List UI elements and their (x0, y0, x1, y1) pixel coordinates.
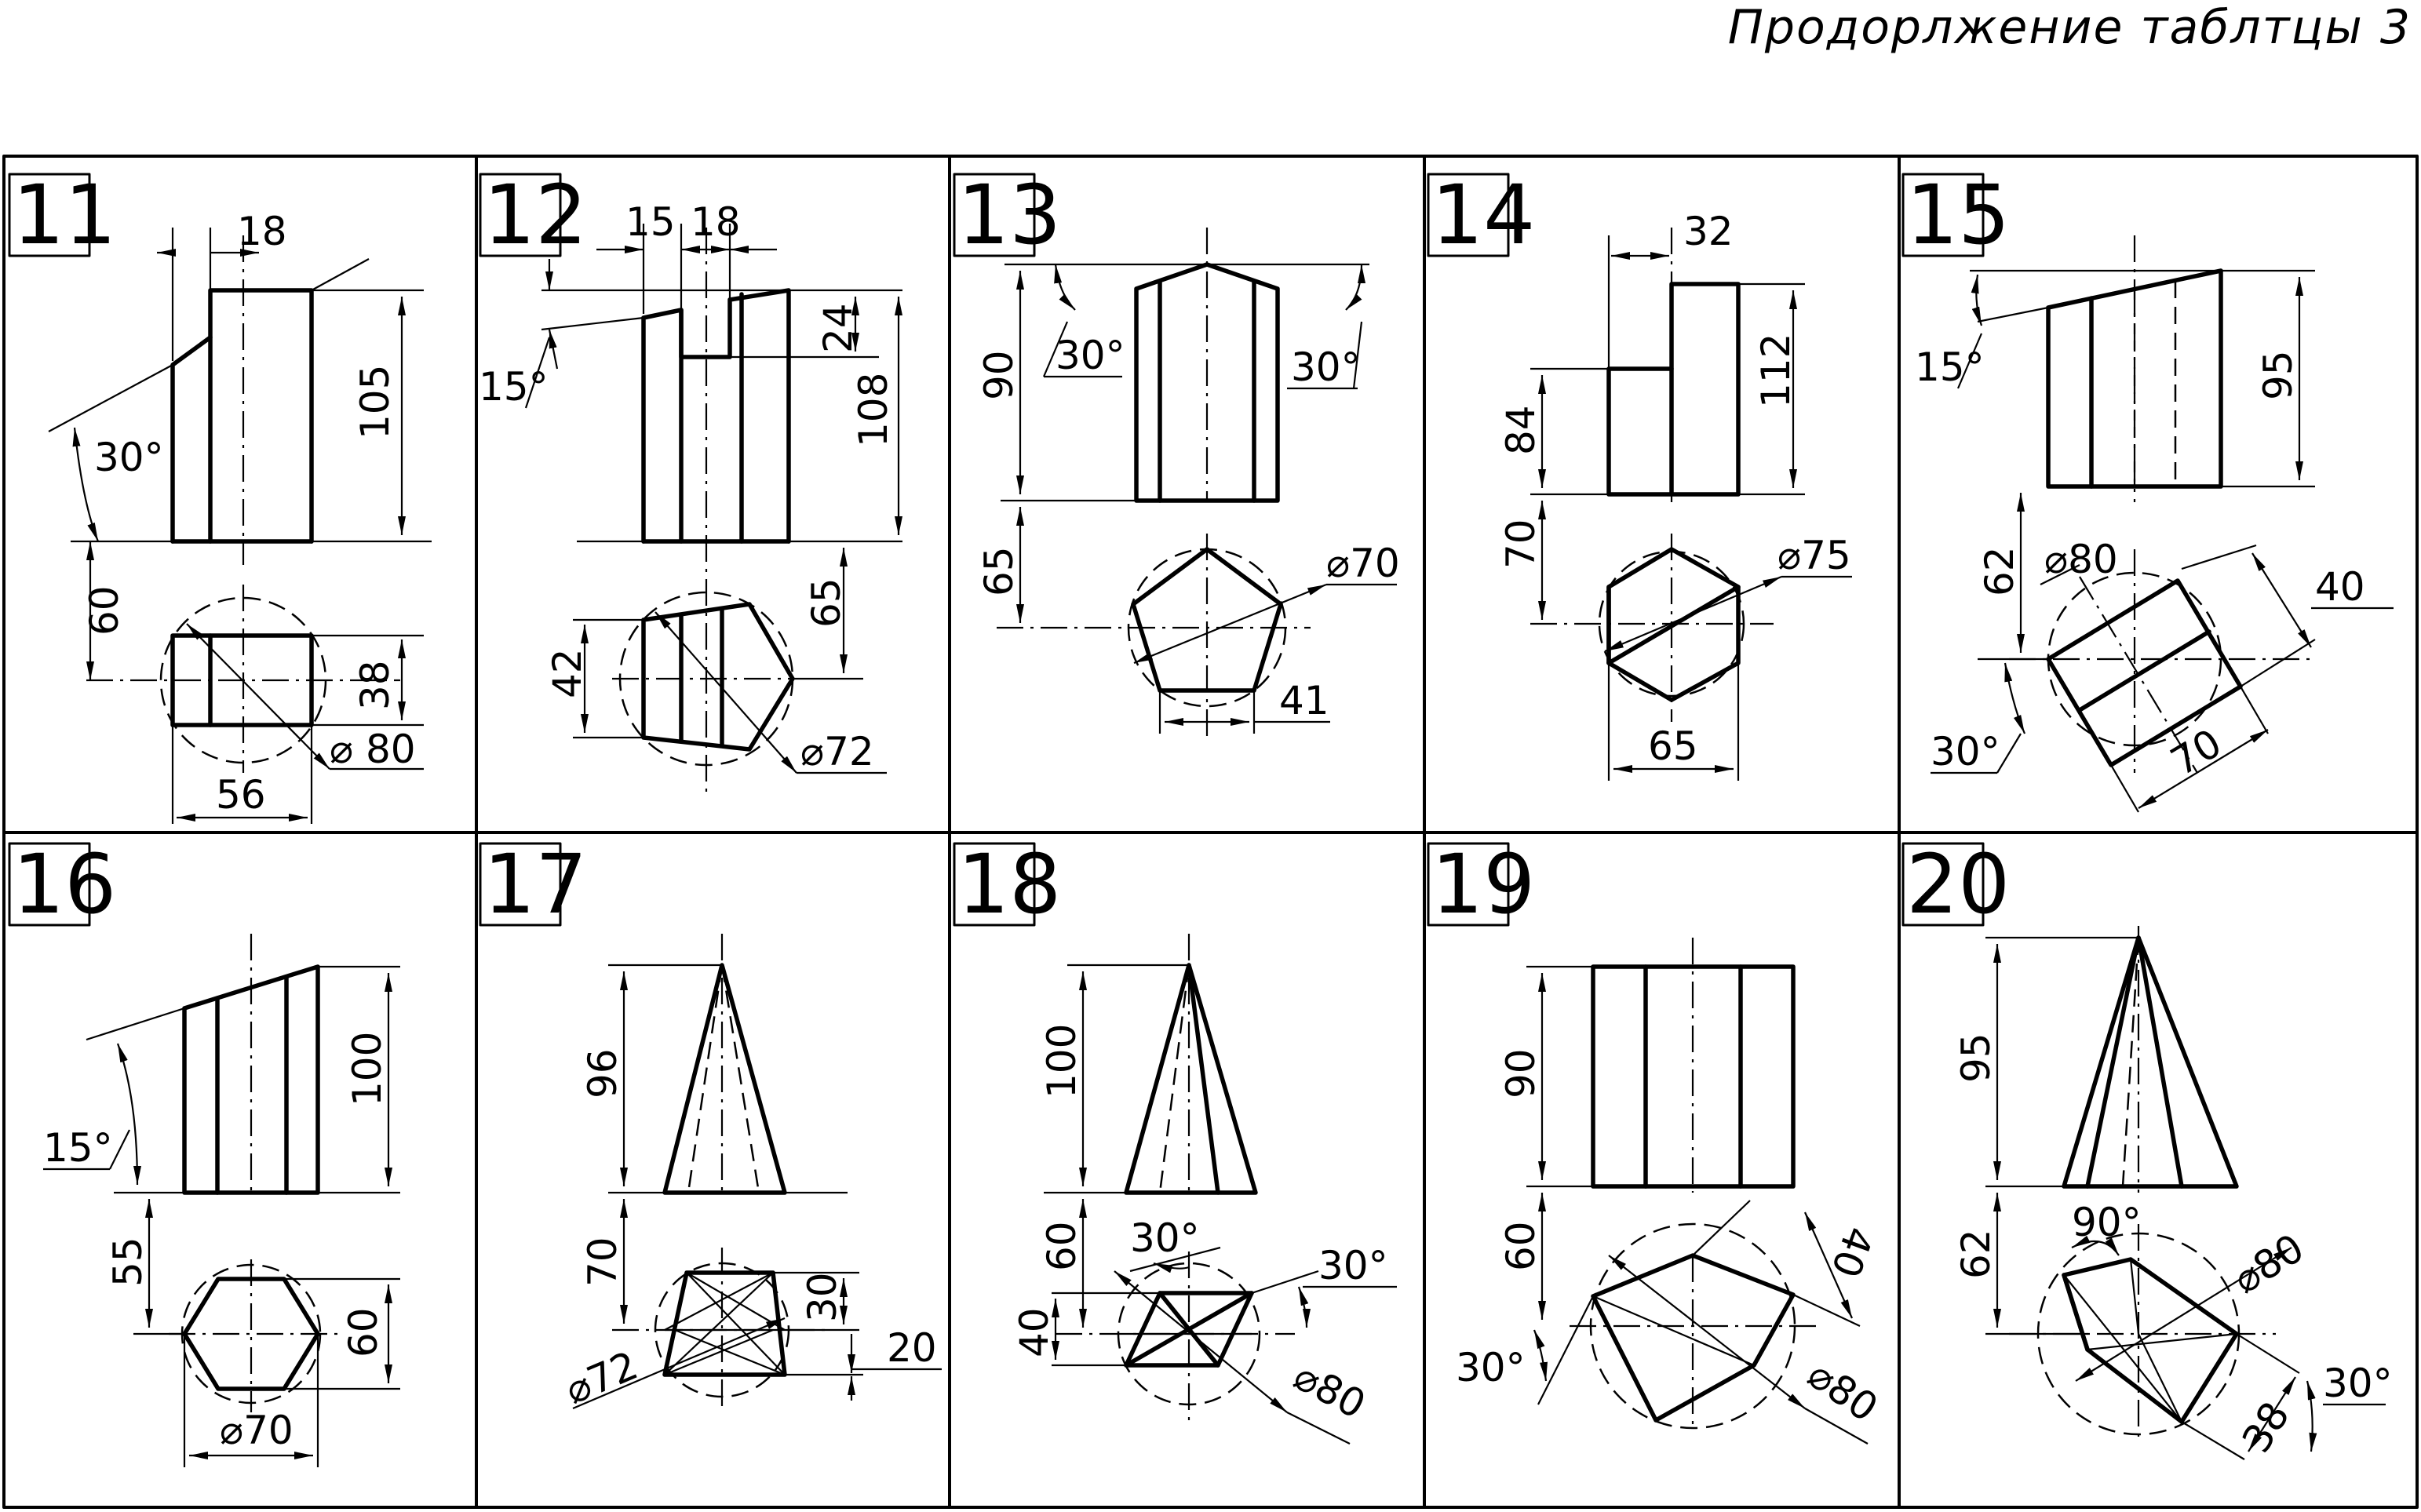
dim-label: 41 (1279, 678, 1329, 723)
dim-label: 20 (887, 1325, 937, 1371)
dim-label: 60 (1039, 1221, 1085, 1271)
dim-label: 38 (2233, 1394, 2299, 1461)
variant-number: 12 (483, 167, 587, 263)
variant-number: 14 (1431, 167, 1535, 263)
dim-label: ⌀ 80 (330, 727, 416, 772)
variant-19: 19 90 60 30° 40 ⌀80 (1427, 836, 1886, 1445)
dim-label: 95 (1953, 1033, 1999, 1083)
variant-11: 11 105 18 30° 60 38 ⌀ 80 (8, 167, 432, 824)
variant-number: 20 (1906, 836, 2010, 932)
dim-label: 60 (82, 585, 127, 636)
variant-17: 17 96 70 30 20 ⌀72 (479, 836, 942, 1413)
dim-label: ⌀72 (559, 1343, 644, 1413)
variant-20: 20 95 62 90° ⌀80 38 30° (1901, 836, 2393, 1461)
dim-label: 108 (851, 373, 896, 447)
variant-18: 18 100 60 40 30° 30° ⌀80 (953, 836, 1397, 1445)
dim-label: 30° (1318, 1243, 1388, 1288)
dim-label: 18 (237, 209, 287, 254)
dim-label: 60 (1498, 1221, 1544, 1271)
dim-label: 42 (545, 648, 590, 698)
dim-label: ⌀80 (2226, 1225, 2312, 1303)
variant-number: 13 (957, 167, 1061, 263)
dim-label: 30° (1291, 344, 1361, 390)
variant-12: 12 24 108 15 18 15° 4 (479, 167, 902, 792)
dim-label: 30° (2323, 1361, 2393, 1406)
dim-label: ⌀80 (1799, 1351, 1886, 1430)
dim-label: 38 (352, 660, 398, 710)
dim-label: 65 (1648, 723, 1698, 769)
dim-label: 56 (216, 772, 266, 818)
dim-label: 30 (800, 1272, 845, 1322)
variant-number: 11 (13, 167, 116, 263)
dim-label: 30° (1931, 729, 2000, 774)
dim-label: 40 (2315, 564, 2365, 610)
dim-label: 30° (1056, 333, 1125, 378)
dim-label: 62 (1953, 1229, 1999, 1279)
dim-label: 65 (976, 546, 1022, 596)
variant-number: 17 (483, 836, 587, 932)
dim-label: 62 (1977, 546, 2022, 596)
dim-label: 40 (1822, 1221, 1882, 1284)
variant-16: 16 100 15° 55 60 ⌀70 (8, 836, 400, 1467)
dim-label: 30° (1456, 1345, 1526, 1390)
dim-label: 100 (345, 1032, 390, 1106)
dim-label: 84 (1498, 405, 1544, 455)
dim-label: 55 (105, 1237, 151, 1287)
dim-label: 96 (580, 1048, 625, 1098)
page-title: Продорлжение таблтцы 3 (1727, 0, 2412, 55)
dim-label: ⌀70 (1326, 541, 1400, 586)
dim-label: ⌀80 (1286, 1353, 1373, 1427)
dim-label: 15° (479, 364, 549, 410)
dim-label: ⌀72 (800, 729, 874, 774)
dim-label: 95 (2255, 350, 2301, 400)
dim-label: 100 (1039, 1024, 1085, 1098)
variant-14: 14 32 112 84 70 ⌀75 65 (1427, 167, 1852, 781)
dim-label: 65 (804, 577, 849, 628)
dim-label: 90 (976, 350, 1022, 400)
dim-label: ⌀70 (220, 1408, 294, 1453)
dim-label: 30° (94, 435, 164, 480)
variant-number: 16 (13, 836, 116, 932)
dim-label: 30° (1130, 1215, 1200, 1261)
dim-label: ⌀80 (2044, 537, 2118, 582)
dim-label: 18 (691, 199, 741, 245)
table-grid (2, 155, 2419, 1509)
variant-number: 19 (1431, 836, 1535, 932)
dim-label: 112 (1753, 333, 1799, 408)
dim-label: 60 (341, 1307, 386, 1357)
dim-label: 90° (2072, 1200, 2142, 1245)
dim-label: 15° (43, 1125, 113, 1171)
dim-label: 32 (1683, 209, 1734, 254)
dim-label: 40 (1012, 1307, 1057, 1357)
variant-number: 15 (1906, 167, 2010, 263)
variant-number: 18 (957, 836, 1061, 932)
dim-label: 15 (625, 199, 676, 245)
dim-label: 105 (352, 365, 398, 439)
variant-13: 13 90 30° 30° 65 ⌀70 41 (953, 167, 1400, 738)
dim-label: 70 (1498, 519, 1544, 569)
dim-label: 70 (580, 1237, 625, 1287)
dim-label: 24 (815, 303, 861, 353)
variant-15: 15 95 15° 62 ⌀80 40 70 (1901, 167, 2394, 813)
dim-label: ⌀75 (1777, 533, 1851, 578)
dim-label: 90 (1498, 1048, 1544, 1098)
dim-label: 15° (1915, 344, 1985, 390)
